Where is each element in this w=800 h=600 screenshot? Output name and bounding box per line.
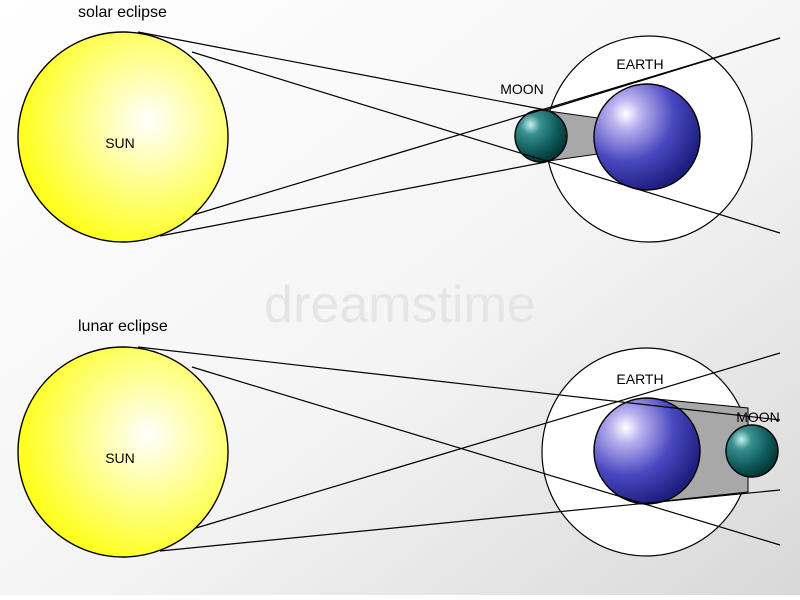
watermark: dreamstime [264,276,536,334]
solar-ray [159,161,547,237]
solar-ray [137,31,547,111]
lunar-ray [191,366,781,546]
solar-earth [593,83,701,191]
lunar-sun-label: SUN [105,450,135,466]
lunar-eclipse-section: lunar eclipse SUN EARTH MOON [17,318,781,558]
solar-earth-label: EARTH [616,56,663,72]
solar-eclipse-section: solar eclipse SUN MOON EARTH [17,4,781,243]
lunar-earth [593,397,701,505]
lunar-ray [137,346,781,421]
solar-sun [17,31,229,243]
lunar-sun [17,346,229,558]
solar-sun-label: SUN [105,135,135,151]
lunar-earth-label: EARTH [616,371,663,387]
lunar-ray [159,489,781,552]
solar-ray [192,37,781,216]
solar-ray [191,51,781,234]
solar-eclipse-title: solar eclipse [78,4,167,21]
lunar-ray [195,352,781,529]
solar-moon-label: MOON [500,81,544,97]
lunar-eclipse-title: lunar eclipse [78,318,168,335]
lunar-moon-label: MOON [736,409,780,425]
lunar-moon [725,424,779,478]
